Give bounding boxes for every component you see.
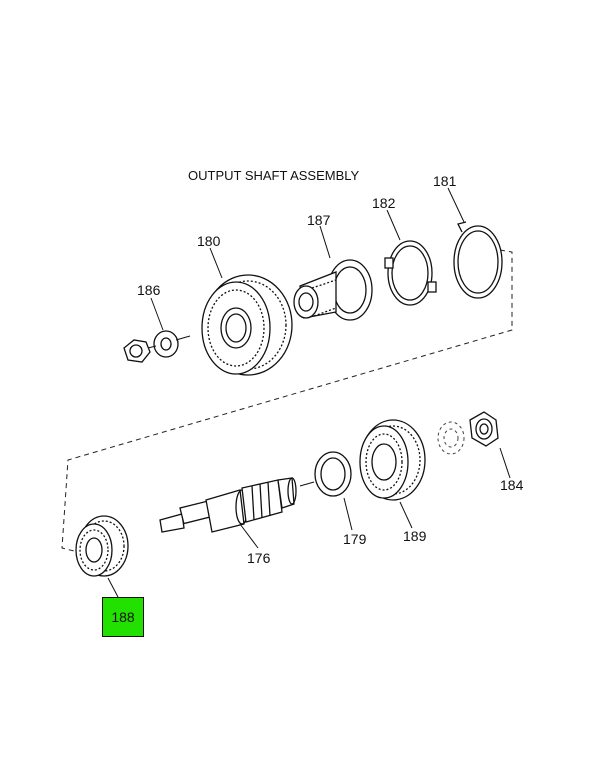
- callout-184[interactable]: 184: [500, 477, 524, 493]
- callout-176[interactable]: 176: [247, 550, 271, 566]
- part-186-nut-washer[interactable]: [123, 330, 191, 363]
- callout-180[interactable]: 180: [197, 233, 221, 249]
- part-184-nut-washer[interactable]: [437, 411, 499, 455]
- part-179-washer[interactable]: [314, 451, 352, 497]
- diagram-title: OUTPUT SHAFT ASSEMBLY: [188, 168, 360, 183]
- callout-181[interactable]: 181: [433, 173, 457, 189]
- part-181-ring[interactable]: [453, 221, 503, 299]
- callout-182[interactable]: 182: [372, 195, 396, 211]
- callout-188-highlighted[interactable]: 188: [102, 597, 144, 637]
- part-176-shaft[interactable]: [159, 477, 315, 533]
- part-187-hub[interactable]: [293, 259, 373, 321]
- callout-186[interactable]: 186: [137, 282, 161, 298]
- assembly-path: [61, 249, 513, 553]
- callout-187[interactable]: 187: [307, 212, 331, 228]
- callout-189[interactable]: 189: [403, 528, 427, 544]
- part-180-gear[interactable]: [201, 274, 293, 376]
- part-182-ring[interactable]: [384, 240, 437, 306]
- callout-179[interactable]: 179: [343, 531, 367, 547]
- part-188-gear[interactable]: [75, 515, 129, 577]
- part-189-gear[interactable]: [359, 419, 426, 501]
